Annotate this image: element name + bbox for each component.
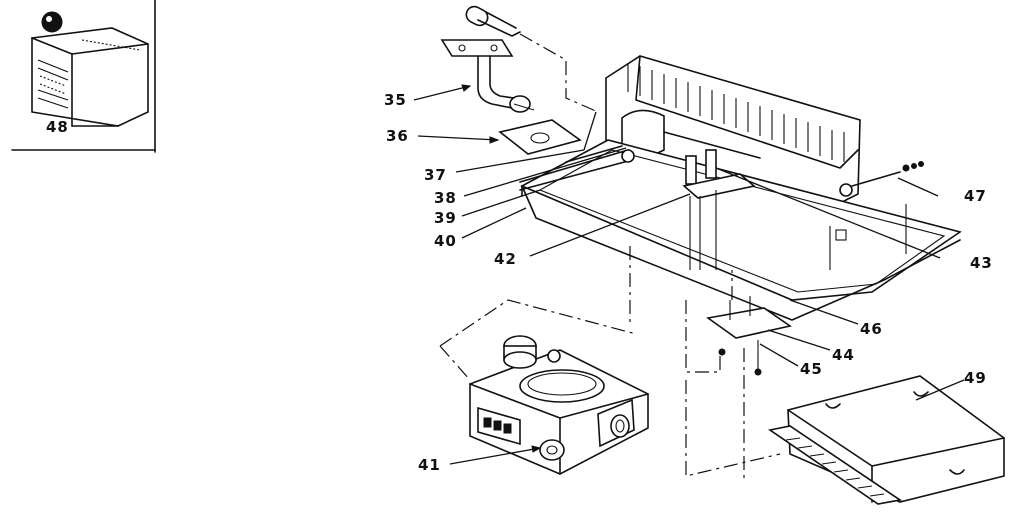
gas-valve-41 [469,335,649,475]
part-labels: 48 35 36 37 38 39 40 42 47 43 46 44 45 4… [46,91,993,474]
label-40: 40 [434,232,457,250]
label-47: 47 [964,187,987,205]
label-44: 44 [832,346,855,364]
base-tray [519,139,962,321]
label-46: 46 [860,320,883,338]
burner-heat-exchanger [605,55,861,211]
label-49: 49 [964,369,987,387]
label-37: 37 [424,166,447,184]
inset-part-48 [11,0,156,153]
label-48: 48 [46,118,69,136]
callout-leaders [413,84,965,465]
label-45: 45 [800,360,823,378]
control-board-49 [767,375,1005,505]
part-36-plate [498,119,582,155]
label-38: 38 [434,189,457,207]
part-35-tube [440,5,535,113]
label-43: 43 [970,254,993,272]
label-42: 42 [494,250,517,268]
label-35: 35 [384,91,407,109]
label-39: 39 [434,209,457,227]
label-41: 41 [418,456,441,474]
fittings-42-43 [682,149,924,270]
label-36: 36 [386,127,409,145]
